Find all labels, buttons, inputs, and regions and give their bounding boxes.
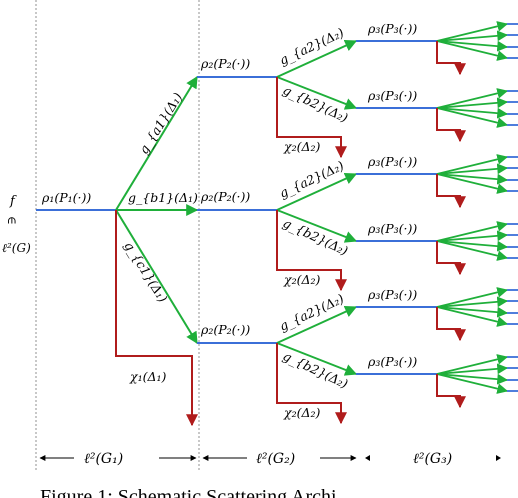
stage2-branch-a-0 <box>276 40 358 78</box>
stage3-out-2-1-1 <box>436 363 509 375</box>
stage1-branch-a <box>115 75 198 211</box>
stage3-rho-label-0-0: ρ₃(P₃(·)) <box>367 21 417 36</box>
stage3-chi-arrow-0-0 <box>436 41 466 76</box>
axis-label-g1: ℓ²(G₁) <box>84 451 123 467</box>
stage2-g-label-b-1: g_{b2}(Δ₂) <box>281 215 351 258</box>
stage3-out-0-0-2 <box>436 40 509 52</box>
stage3-rho-label-1-1: ρ₃(P₃(·)) <box>367 221 417 236</box>
input-space-label: ℓ²(G) <box>2 241 31 255</box>
stage3-out-2-0-3 <box>436 306 509 327</box>
stage3-chi-arrow-2-0 <box>436 307 466 342</box>
stage2-g-label-b-0: g_{b2}(Δ₂) <box>281 82 351 125</box>
stage1-chi-label: χ₁(Δ₁) <box>129 369 167 384</box>
stage3-out-1-1-2 <box>436 240 509 252</box>
stage3-out-2-1-0 <box>436 354 509 375</box>
stage1-g-label-c: g_{c1}(Δ₁) <box>121 239 170 305</box>
stage3-out-1-1-1 <box>436 230 509 242</box>
stage2-rho-label-1: ρ₂(P₂(·)) <box>200 189 250 204</box>
stage2-chi-arrow-1 <box>276 210 347 292</box>
stage2-chi-label-0: χ₂(Δ₂) <box>283 139 321 154</box>
stage2-rho-label-2: ρ₂(P₂(·)) <box>200 322 250 337</box>
stage1-g-label-a: g_{a1}(Δ₁) <box>136 90 186 157</box>
stage3-out-2-0-1 <box>436 296 509 308</box>
stage3-out-2-1-2 <box>436 373 509 385</box>
input-f-label: f <box>9 194 17 209</box>
stage3-out-1-0-3 <box>436 173 509 194</box>
stage3-out-0-1-2 <box>436 107 509 119</box>
stage1-chi-arrow <box>115 210 198 427</box>
stage1-g-label-b: g_{b1}(Δ₁) <box>128 190 198 205</box>
axis-label-g2: ℓ²(G₂) <box>256 451 295 467</box>
figure-caption: Figure 1: Schematic Scattering Archi <box>40 486 337 498</box>
stage3-out-2-0-0 <box>436 287 509 308</box>
stage3-rho-label-2-1: ρ₃(P₃(·)) <box>367 354 417 369</box>
stage2-rho-label-0: ρ₂(P₂(·)) <box>200 56 250 71</box>
stage2-chi-arrow-0 <box>276 77 347 159</box>
stage3-chi-arrow-2-1 <box>436 374 466 409</box>
stage2-branch-b-1 <box>276 209 358 243</box>
stage2-branch-a-1 <box>276 173 358 211</box>
stage2-chi-label-2: χ₂(Δ₂) <box>283 405 321 420</box>
stage3-out-1-0-2 <box>436 173 509 185</box>
stage3-out-1-1-0 <box>436 221 509 242</box>
stage2-group: ρ₂(P₂(·))g_{a2}(Δ₂)g_{b2}(Δ₂)χ₂(Δ₂)ρ₃(P₃… <box>197 21 518 425</box>
stage3-chi-arrow-1-1 <box>436 241 466 276</box>
stage3-out-1-0-0 <box>436 154 509 175</box>
stage3-out-1-0-1 <box>436 163 509 175</box>
stage3-out-0-0-0 <box>436 21 509 42</box>
stage3-chi-arrow-1-0 <box>436 174 466 209</box>
axis-label-g3: ℓ²(G₃) <box>413 451 452 467</box>
stage2-g-label-b-2: g_{b2}(Δ₂) <box>281 348 351 391</box>
stage1-rho-label: ρ₁(P₁(·)) <box>41 190 91 205</box>
stage2-branch-b-0 <box>276 76 358 110</box>
stage3-out-2-0-2 <box>436 306 509 318</box>
stage3-rho-label-0-1: ρ₃(P₃(·)) <box>367 88 417 103</box>
stage3-rho-label-1-0: ρ₃(P₃(·)) <box>367 154 417 169</box>
input-in-symbol: ∈ <box>5 216 19 225</box>
stage2-chi-arrow-2 <box>276 343 347 425</box>
stage3-out-0-0-1 <box>436 30 509 42</box>
stage2-chi-label-1: χ₂(Δ₂) <box>283 272 321 287</box>
stage2-branch-b-2 <box>276 342 358 376</box>
stage3-out-0-0-3 <box>436 40 509 61</box>
stage3-out-0-1-1 <box>436 97 509 109</box>
stage3-rho-label-2-0: ρ₃(P₃(·)) <box>367 287 417 302</box>
stage2-branch-a-2 <box>276 306 358 344</box>
stage3-out-0-1-3 <box>436 107 509 128</box>
stage3-out-1-1-3 <box>436 240 509 261</box>
stage1-branch-c <box>115 209 198 345</box>
stage3-chi-arrow-0-1 <box>436 108 466 143</box>
stage3-out-2-1-3 <box>436 373 509 394</box>
stage3-out-0-1-0 <box>436 88 509 109</box>
bottom-axis: ℓ²(G₁) ℓ²(G₂) ℓ²(G₃) <box>39 451 501 467</box>
